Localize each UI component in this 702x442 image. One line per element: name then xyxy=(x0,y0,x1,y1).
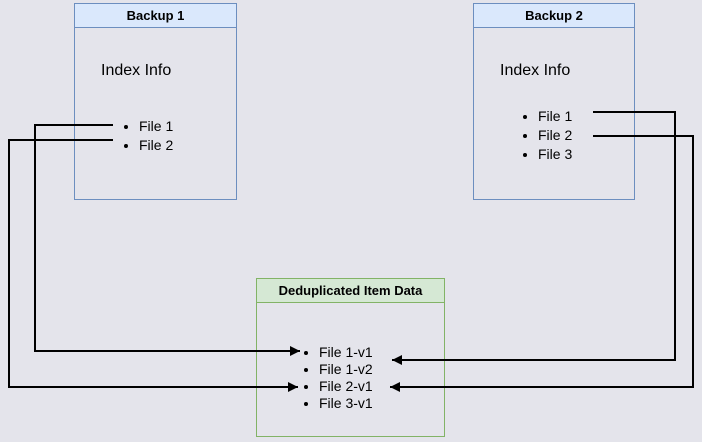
backup1-index-info-label: Index Info xyxy=(101,62,172,79)
dedup-file-list: File 1-v1File 1-v2File 2-v1File 3-v1 xyxy=(302,344,373,412)
file-item: File 3-v1 xyxy=(319,395,373,412)
file-item: File 2 xyxy=(139,136,173,155)
dedup-title: Deduplicated Item Data xyxy=(257,279,444,303)
file-item: File 1 xyxy=(538,107,572,126)
file-item: File 2 xyxy=(538,126,572,145)
file-item: File 1-v2 xyxy=(319,361,373,378)
file-item: File 1 xyxy=(139,117,173,136)
deduplicated-item-data-node: Deduplicated Item Data File 1-v1File 1-v… xyxy=(256,278,445,437)
file-item: File 2-v1 xyxy=(319,378,373,395)
backup2-file-list: File 1File 2File 3 xyxy=(521,107,572,164)
backup2-node: Backup 2 Index Info File 1File 2File 3 xyxy=(473,3,635,200)
backup1-title: Backup 1 xyxy=(75,4,236,28)
backup1-node: Backup 1 Index Info File 1File 2 xyxy=(74,3,237,200)
file-item: File 3 xyxy=(538,145,572,164)
backup2-title: Backup 2 xyxy=(474,4,634,28)
file-item: File 1-v1 xyxy=(319,344,373,361)
backup2-index-info-label: Index Info xyxy=(500,62,571,79)
backup1-file-list: File 1File 2 xyxy=(122,117,173,155)
